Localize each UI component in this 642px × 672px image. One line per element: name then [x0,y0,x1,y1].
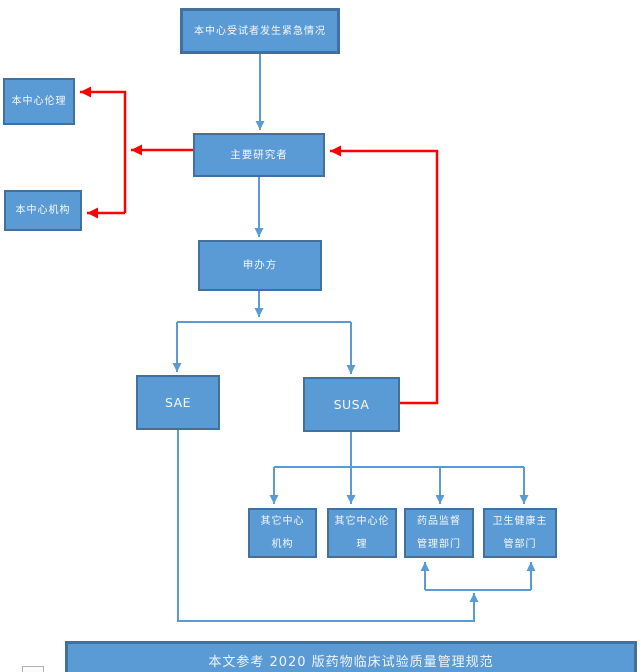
node-sponsor: 申办方 [198,240,322,291]
node-center-org: 本中心机构 [4,190,82,231]
node-emergency-event: 本中心受试者发生紧急情况 [180,8,340,54]
footer-note-banner: 本文参考 2020 版药物临床试验质量管理规范 [65,641,637,672]
node-sae: SAE [136,375,220,430]
edge-susa-to-pi [330,145,439,405]
node-principal-investigator: 主要研究者 [193,133,325,177]
edge-sae-bottom-route [177,430,479,622]
page-corner-artifact [22,666,44,672]
edge-junction-to-center-ethics [80,86,127,213]
node-health-admin: 卫生健康主 管部门 [483,508,557,558]
node-center-ethics: 本中心伦理 [3,78,75,125]
node-drug-admin: 药品监督 管理部门 [404,508,474,558]
node-other-center-org: 其它中心 机构 [248,508,317,558]
node-other-center-ethics: 其它中心伦 理 [327,508,397,558]
node-susa: SUSA [303,377,400,432]
